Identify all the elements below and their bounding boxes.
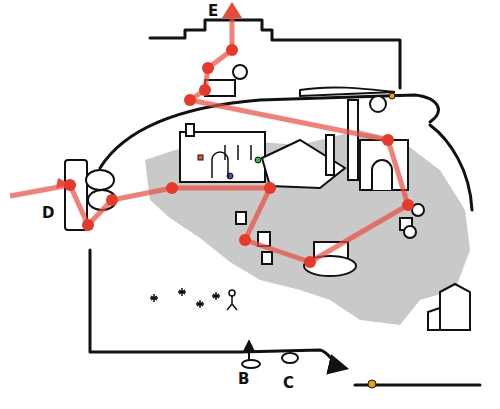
route <box>10 2 414 268</box>
windows <box>212 145 251 178</box>
ground <box>145 130 470 325</box>
entrance-letter: D <box>42 206 54 221</box>
buildings <box>180 65 424 276</box>
entrance-letter: B <box>238 372 249 387</box>
tower <box>428 284 470 330</box>
people-figures <box>150 288 237 310</box>
entrance-letter: C <box>283 376 294 391</box>
entrance-letter: E <box>208 4 218 19</box>
entrance-marks <box>242 342 298 368</box>
site-boundary <box>90 20 480 385</box>
